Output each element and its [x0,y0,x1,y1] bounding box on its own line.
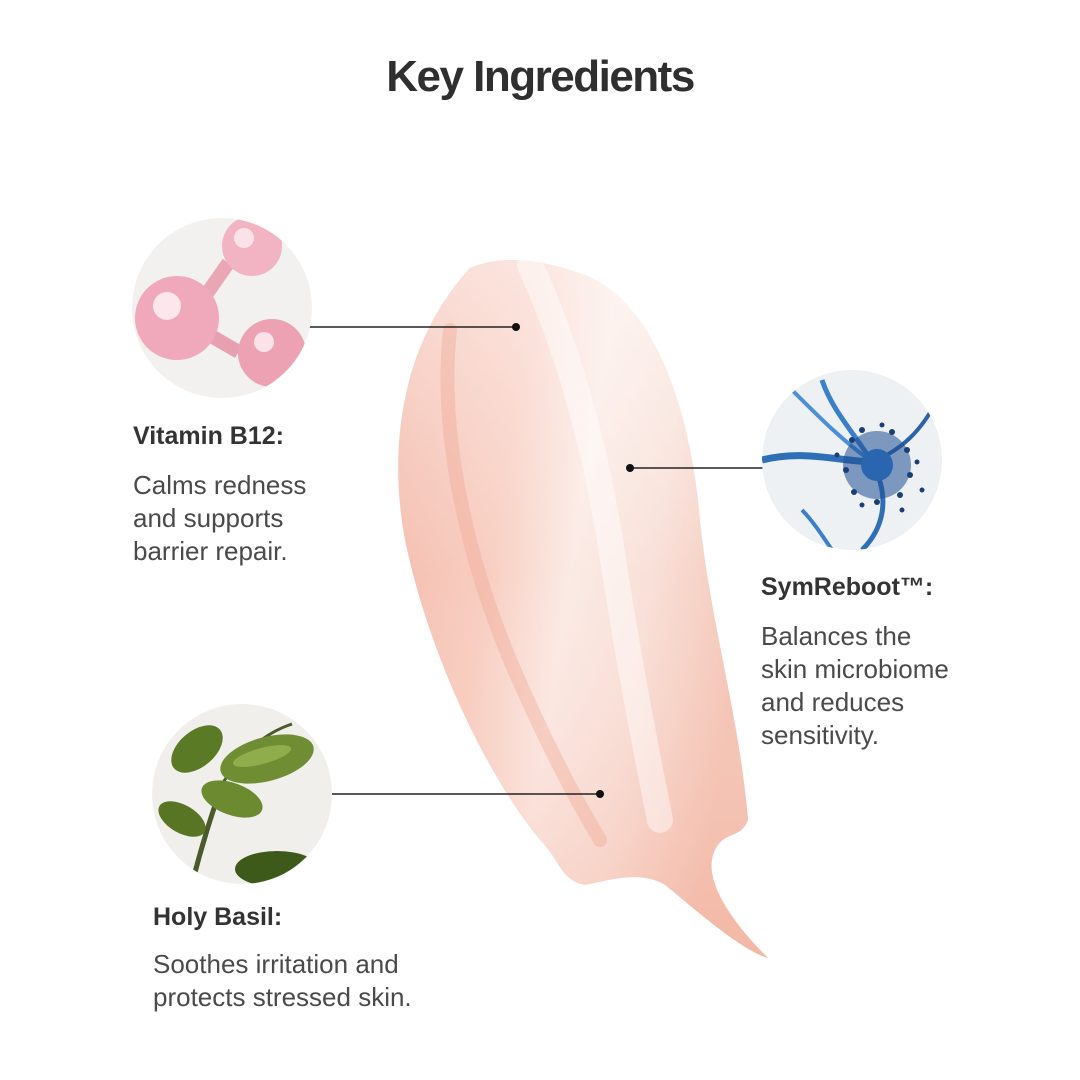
ingredient-description-symreboot: Balances the skin microbiome and reduces… [761,621,949,750]
ingredient-description-holy-basil: Soothes irritation and protects stressed… [153,949,412,1012]
molecule-icon [132,218,312,398]
ingredient-name-vitamin-b12: Vitamin B12: [133,422,284,450]
connector-dot-symreboot [626,464,634,472]
page-title: Key Ingredients [386,52,695,101]
ingredient-name-holy-basil: Holy Basil: [153,903,283,931]
connector-dot-vitamin-b12 [512,323,520,331]
ingredient-description-vitamin-b12: Calms redness and supports barrier repai… [133,470,307,566]
ingredient-name-symreboot: SymReboot™: [761,573,934,601]
microbiome-icon [762,370,942,550]
basil-leaf-icon [152,704,332,884]
connector-dot-holy-basil [596,790,604,798]
